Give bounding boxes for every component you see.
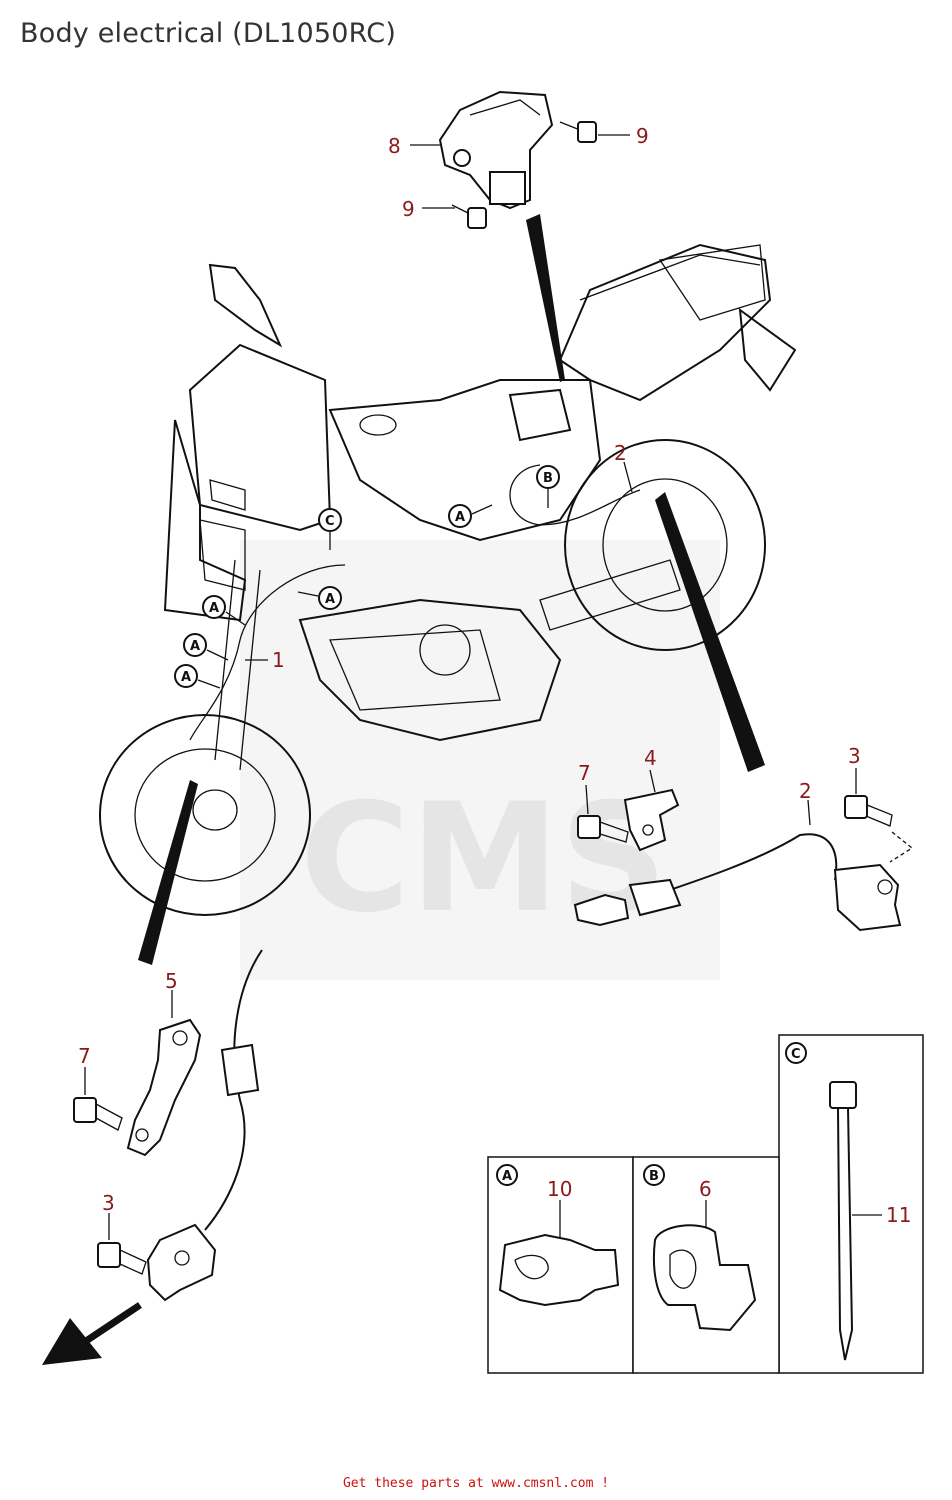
ref-marker-a-3: A: [202, 595, 246, 626]
svg-text:A: A: [325, 592, 335, 607]
pointer-wedge-abs: [526, 214, 565, 382]
ref-marker-b-bike: B: [536, 465, 560, 508]
callout-8: 8: [388, 134, 401, 158]
part-11-cable-tie[interactable]: [829, 1081, 857, 1361]
ref-marker-a-2: A: [297, 586, 342, 610]
callout-7-front: 7: [78, 1044, 91, 1068]
part-9-bolt-upper[interactable]: [559, 121, 597, 143]
svg-text:C: C: [791, 1047, 801, 1062]
part-8-abs-module[interactable]: [438, 90, 554, 210]
callout-10: 10: [547, 1177, 572, 1201]
part-9-bolt-lower[interactable]: [451, 204, 487, 229]
part-3-bolt-rear[interactable]: [844, 795, 914, 863]
svg-text:B: B: [649, 1169, 659, 1184]
svg-text:A: A: [455, 510, 465, 525]
pointer-wedge-rear-sensor: [655, 492, 765, 772]
svg-text:A: A: [190, 639, 200, 654]
footer-link[interactable]: Get these parts at www.cmsnl.com !: [342, 1476, 610, 1491]
part-7-bolt-rear[interactable]: [577, 815, 629, 843]
callout-9-upper: 9: [636, 124, 649, 148]
front-direction-arrow: [42, 1302, 142, 1365]
page-title: Body electrical (DL1050RC): [20, 18, 397, 49]
ref-marker-c-bike: C: [318, 508, 342, 550]
front-wheel-sensor-cable[interactable]: [146, 949, 263, 1302]
callout-11: 11: [886, 1203, 911, 1227]
svg-text:C: C: [325, 514, 335, 529]
ref-marker-a-5: A: [174, 664, 221, 689]
svg-text:B: B: [543, 471, 553, 486]
part-2-rear-wheel-sensor[interactable]: [573, 833, 902, 932]
ref-marker-a-1: A: [448, 504, 493, 528]
callout-4: 4: [644, 746, 657, 770]
ref-marker-a-4: A: [183, 633, 229, 661]
part-7-bolt-front[interactable]: [73, 1097, 123, 1131]
svg-text:A: A: [181, 670, 191, 685]
callout-2-sensor: 2: [799, 779, 812, 803]
svg-text:A: A: [502, 1169, 512, 1184]
svg-text:A: A: [209, 601, 219, 616]
callout-6: 6: [699, 1177, 712, 1201]
part-6-clamp[interactable]: [652, 1224, 757, 1332]
callout-9-lower: 9: [402, 197, 415, 221]
part-4-rear-sensor-bracket[interactable]: [623, 788, 680, 852]
callout-3-front: 3: [102, 1191, 115, 1215]
pointer-wedge-front-sensor: [138, 780, 198, 965]
callout-1: 1: [272, 648, 285, 672]
callout-2-bike: 2: [614, 441, 627, 465]
callout-7-rear: 7: [578, 761, 591, 785]
part-10-clamp[interactable]: [498, 1233, 620, 1307]
callout-3-rear: 3: [848, 744, 861, 768]
callout-5: 5: [165, 969, 178, 993]
motorcycle-illustration: [99, 243, 797, 916]
part-5-front-sensor-bracket[interactable]: [126, 1018, 202, 1157]
part-3-bolt-front[interactable]: [97, 1242, 147, 1275]
